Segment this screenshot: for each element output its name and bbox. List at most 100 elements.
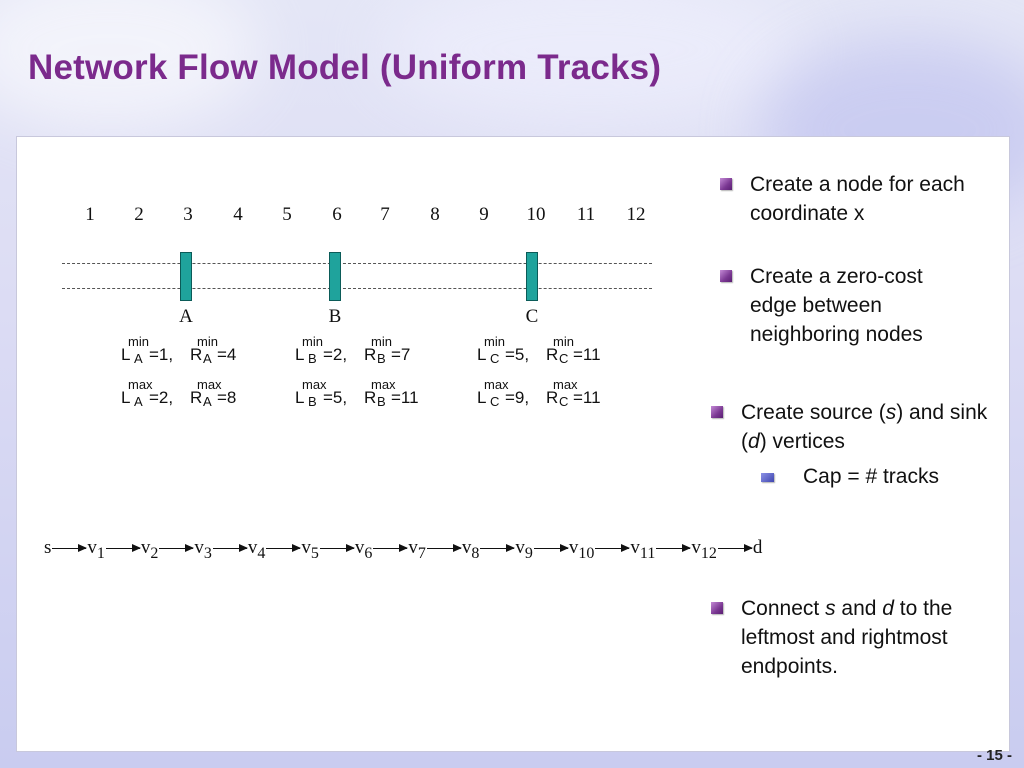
axis-number: 10 (526, 204, 546, 225)
track-line-1 (62, 263, 652, 264)
bound-text: max (197, 377, 222, 392)
bound-text: A (134, 351, 143, 366)
bound-text: R (364, 345, 377, 364)
bound-text: B (308, 351, 317, 366)
bound-text: L (295, 388, 305, 407)
axis-number: 2 (134, 204, 144, 225)
bound-text: R (190, 388, 203, 407)
bound-text: max (371, 377, 396, 392)
bound-text: =4 (217, 345, 237, 364)
bound-text: B (377, 351, 386, 366)
bullet-italic: d (882, 597, 894, 620)
bullet-text: Create source ( (741, 401, 886, 424)
bound-text: max (128, 377, 153, 392)
bound-text: =11 (573, 345, 601, 364)
segment-bar (180, 252, 192, 301)
flow-node: v11 (630, 537, 656, 562)
bound-text: C (490, 351, 500, 366)
bullet-source-sink: Create source (s) and sink (d) vertices (711, 398, 996, 456)
axis-number: 7 (380, 204, 390, 225)
bullet-text: Create a zero-cost edge between neighbor… (750, 265, 923, 346)
sub-bullet-capacity: Cap = # tracks (761, 462, 1003, 491)
bullet-text: Connect (741, 597, 826, 620)
segment-label: C (525, 306, 539, 327)
bound-text: C (559, 394, 569, 409)
bound-text: min (484, 334, 505, 349)
bound-text: =9, (505, 388, 530, 407)
segment-label: A (179, 306, 193, 327)
bound-text: R (546, 345, 559, 364)
bound-text: L (121, 388, 131, 407)
flow-node: v9 (515, 537, 533, 562)
bound-text: min (197, 334, 218, 349)
flow-node: v8 (461, 537, 480, 562)
bullet-text: Cap = # tracks (803, 465, 939, 488)
flow-node: v4 (247, 537, 266, 562)
bound-text: R (190, 345, 203, 364)
axis-number: 5 (282, 204, 292, 225)
bound-text: R (364, 388, 377, 407)
bullet-text: Create a node for each coordinate x (750, 173, 965, 225)
bound-text: B (308, 394, 317, 409)
bullet-zero-cost-edge: Create a zero-cost edge between neighbor… (720, 262, 975, 349)
bullet-text: to the leftmost and rightmost endpoints. (741, 597, 953, 678)
bound-text: A (203, 351, 212, 366)
flow-node: v10 (568, 537, 595, 562)
bound-text: =5, (323, 388, 348, 407)
page-number: - 15 - (976, 747, 1012, 764)
bound-text: C (490, 394, 500, 409)
bound-text: L (295, 345, 305, 364)
segment-bar (526, 252, 538, 301)
bullet-text: and (835, 597, 883, 620)
axis-number: 9 (479, 204, 489, 225)
bound-text: =11 (573, 388, 601, 407)
arrow-right-icon (595, 544, 631, 553)
bound-text: =2, (149, 388, 174, 407)
axis-number: 11 (576, 204, 596, 225)
bullet-italic: s (825, 597, 836, 620)
bound-text: min (553, 334, 574, 349)
segment-label: B (328, 306, 342, 327)
arrow-right-icon (266, 544, 302, 553)
flow-node: v1 (87, 537, 105, 562)
bullet-text: ) vertices (759, 430, 845, 453)
bound-text: L (121, 345, 131, 364)
bound-text: L (477, 345, 487, 364)
arrow-right-icon (533, 544, 569, 553)
flow-node: s (44, 537, 52, 558)
bound-text: L (477, 388, 487, 407)
arrow-right-icon (159, 544, 195, 553)
arrow-right-icon (105, 544, 141, 553)
segment-bar (329, 252, 341, 301)
arrow-right-icon (373, 544, 409, 553)
axis-number: 4 (233, 204, 243, 225)
arrow-right-icon (52, 544, 88, 553)
bullet-italic: s (885, 401, 897, 424)
bound-text: max (484, 377, 509, 392)
flow-node: v2 (140, 537, 159, 562)
bound-text: =8 (217, 388, 237, 407)
bound-text: min (302, 334, 323, 349)
content-panel (16, 136, 1010, 752)
axis-number: 3 (183, 204, 193, 225)
bound-text: C (559, 351, 569, 366)
flow-node: d (752, 537, 763, 558)
slide-title: Network Flow Model (Uniform Tracks) (28, 48, 662, 87)
axis-number: 12 (626, 204, 646, 225)
flow-node: v6 (354, 537, 373, 562)
sub-bullet-icon (761, 473, 774, 482)
bound-text: =1, (149, 345, 174, 364)
bound-text: max (302, 377, 327, 392)
bound-text: =11 (391, 388, 419, 407)
bound-text: =2, (323, 345, 348, 364)
arrow-right-icon (717, 544, 753, 553)
axis-number: 1 (85, 204, 95, 225)
arrow-right-icon (656, 544, 692, 553)
flow-node: v7 (408, 537, 426, 562)
bullet-square-icon (720, 178, 732, 190)
arrow-right-icon (319, 544, 355, 553)
axis-number: 8 (430, 204, 440, 225)
bullet-create-node: Create a node for each coordinate x (720, 170, 980, 228)
bound-text: min (128, 334, 149, 349)
